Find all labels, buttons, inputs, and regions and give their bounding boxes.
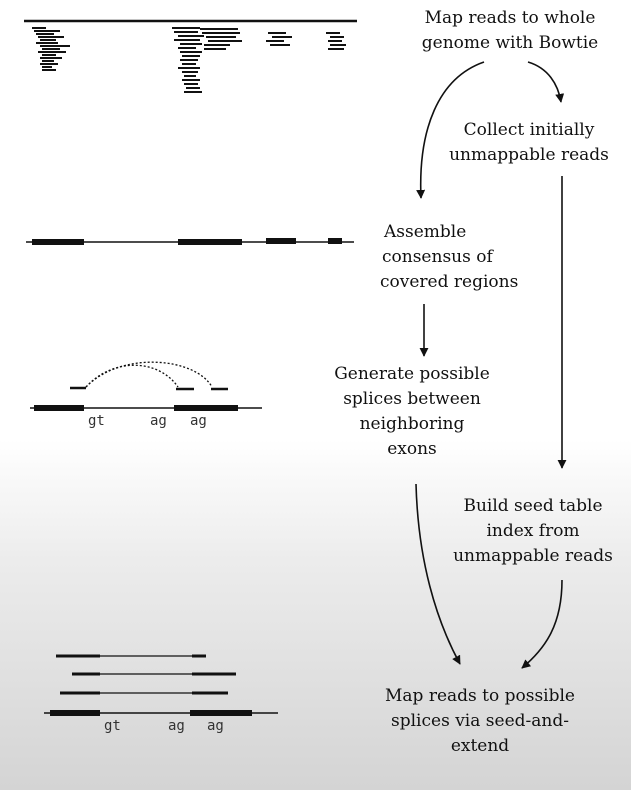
- step-map-genome: Map reads to whole genome with Bowtie: [390, 6, 630, 56]
- step-generate-splices: Generate possible splices between neighb…: [320, 362, 504, 462]
- read-cluster-4: [326, 32, 346, 50]
- step-line: splices between: [343, 389, 481, 409]
- step-line: index from: [486, 521, 580, 541]
- read-cluster-1: [32, 27, 70, 71]
- genome-read-pileup: [24, 19, 357, 93]
- acceptor-site-label-2: ag: [190, 413, 207, 429]
- arrow-map-to-collect: [527, 61, 565, 103]
- donor-site-label: gt: [88, 413, 105, 429]
- step-line: Map reads to whole: [424, 8, 596, 28]
- step-line: Collect initially: [463, 120, 595, 140]
- step-map-splices: Map reads to possible splices via seed-a…: [370, 684, 590, 759]
- step-line: Build seed table: [463, 496, 603, 516]
- step-assemble-consensus: Assemble consensus of covered regions: [376, 220, 546, 295]
- read-cluster-2: [172, 27, 242, 93]
- step-line: Map reads to possible: [384, 686, 575, 706]
- step-line: Assemble: [384, 222, 467, 242]
- step-line: unmappable reads: [449, 145, 609, 165]
- acceptor-site-label-bottom-2: ag: [207, 718, 224, 734]
- read-cluster-3: [266, 32, 292, 46]
- step-line: genome with Bowtie: [421, 33, 599, 53]
- step-line: covered regions: [380, 272, 519, 292]
- arrow-build-to-map: [521, 579, 563, 669]
- step-build-seed-table: Build seed table index from unmappable r…: [440, 494, 626, 569]
- possible-splices: [30, 361, 262, 411]
- arrow-map-to-assemble: [416, 61, 485, 199]
- step-line: extend: [450, 736, 510, 756]
- arrow-generate-to-map: [415, 483, 461, 665]
- step-collect-unmappable: Collect initially unmappable reads: [446, 118, 612, 168]
- step-line: Generate possible: [334, 364, 490, 384]
- step-line: neighboring: [359, 414, 465, 434]
- acceptor-site-label-1: ag: [150, 413, 167, 429]
- splice-junction-arc-2: [85, 361, 213, 388]
- acceptor-site-label-bottom-1: ag: [168, 718, 185, 734]
- spliced-read-alignments: [44, 654, 278, 716]
- consensus-exons: [26, 238, 354, 245]
- flow-arrows: [415, 61, 567, 669]
- step-line: exons: [387, 439, 437, 459]
- step-line: unmappable reads: [453, 546, 613, 566]
- step-line: splices via seed-and-: [391, 711, 569, 731]
- donor-site-label-bottom: gt: [104, 718, 121, 734]
- step-line: consensus of: [382, 247, 493, 267]
